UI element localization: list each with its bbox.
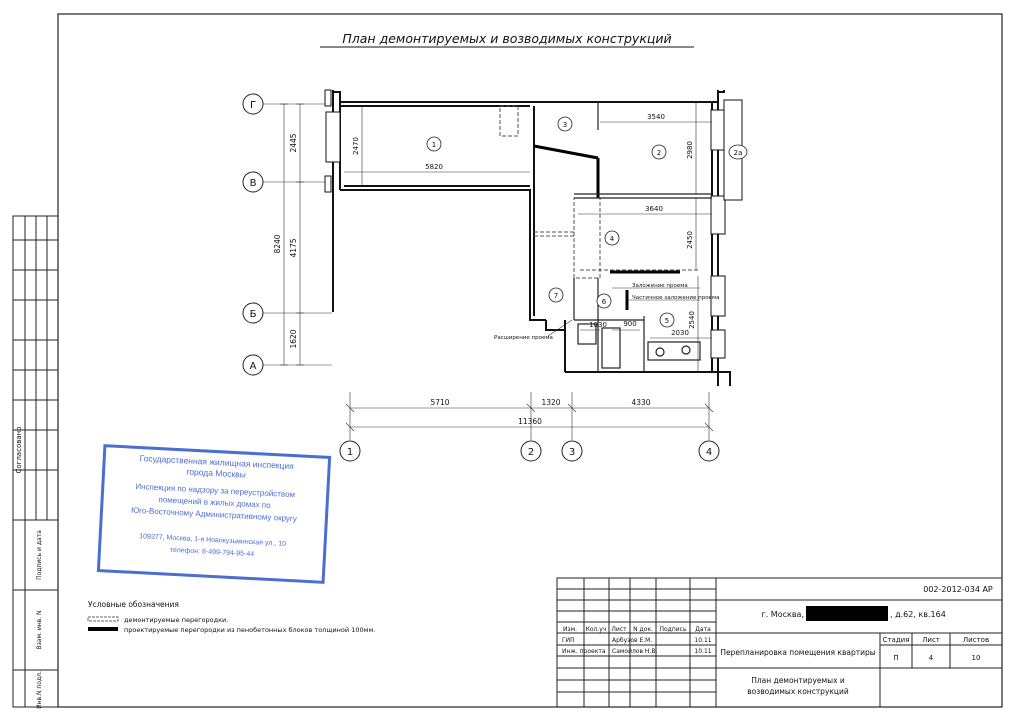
legend-item-2: проектируемые перегородки из пенобетонны… <box>124 626 375 634</box>
tb-role-2: Инж. проекта <box>562 648 606 655</box>
room-3: 3 <box>563 121 567 129</box>
dim-left-3: 1620 <box>289 329 298 348</box>
demolished-partitions <box>499 105 700 279</box>
axis-label-1: 1 <box>347 447 353 458</box>
dim-room4-width: 3640 <box>645 205 663 213</box>
interior-walls <box>573 102 712 372</box>
room-markers <box>426 116 748 328</box>
axis-label-v: В <box>250 178 257 189</box>
note-chastichnoe: Частичное заложение проема <box>632 295 719 301</box>
room-4: 4 <box>610 235 615 243</box>
tb-sheet: 4 <box>929 654 934 662</box>
room-1: 1 <box>432 141 436 149</box>
dim-room1-height: 2470 <box>352 137 360 155</box>
tb-name-2: Самойлов Н.В. <box>612 648 657 655</box>
dim-left-total: 8240 <box>273 234 282 253</box>
dim-room4-height: 2450 <box>686 231 694 249</box>
axis-lines <box>262 103 714 440</box>
dim-left-1: 2445 <box>289 133 298 152</box>
axis-label-4: 4 <box>706 447 712 458</box>
note-zalozhenie: Заложение проема <box>632 283 688 289</box>
tb-date-1: 10.11 <box>694 637 711 644</box>
side-podpis: Подпись и дата <box>36 530 43 580</box>
legend-title: Условные обозначения <box>88 600 179 609</box>
note-rasshirenie: Расширение проема <box>494 335 553 341</box>
drawing-title: План демонтируемых и возводимых конструк… <box>342 31 671 46</box>
redacted-address <box>806 606 888 621</box>
side-vzam: Взам. инв. N <box>36 611 43 650</box>
dim-room2-width: 3540 <box>647 113 665 121</box>
tb-sheets: 10 <box>972 654 981 662</box>
dim-bottom-1: 5710 <box>430 398 449 407</box>
dim-bottom-3: 4330 <box>631 398 650 407</box>
dim-bath1: 1030 <box>589 321 607 329</box>
tb-date-2: 10.11 <box>694 648 711 655</box>
axis-label-a: А <box>250 361 257 372</box>
axis-bubbles <box>242 93 720 462</box>
legend-dashed-swatch <box>87 616 119 622</box>
tb-code: 002-2012-034 АР <box>923 585 993 594</box>
dim-room2-height: 2980 <box>686 141 694 159</box>
room-2: 2 <box>657 149 661 157</box>
inspection-stamp: Государственная жилищная инспекция город… <box>96 444 332 584</box>
tb-h-ndok: N док. <box>633 626 653 633</box>
tb-address-prefix: г. Москва, <box>762 610 804 619</box>
axis-label-g: Г <box>250 100 256 111</box>
sheet-border <box>57 13 1003 708</box>
room-5: 5 <box>665 317 669 325</box>
dim-room5-height: 2540 <box>688 311 696 329</box>
new-partitions <box>533 144 680 310</box>
tb-project: Перепланировка помещения квартиры <box>720 648 875 657</box>
tb-address-suffix: , д.62, кв.164 <box>890 610 946 619</box>
axis-label-2: 2 <box>528 447 534 458</box>
dim-room5-width: 2030 <box>671 329 689 337</box>
tb-name-1: Арбузов Е.М. <box>612 637 652 644</box>
tb-sheet-title-2: возводимых конструкций <box>747 687 849 696</box>
tb-h-list: Лист <box>611 626 627 633</box>
tb-h-data: Дата <box>695 626 711 633</box>
tb-h-podpis: Подпись <box>660 626 687 633</box>
tb-h-izm: Изм. <box>563 626 577 633</box>
title-block-grid <box>556 577 1003 708</box>
dim-bottom-total: 11360 <box>518 417 542 426</box>
side-inv: Инв.N подл. <box>36 671 43 709</box>
tb-role-1: ГИП <box>562 637 575 644</box>
dim-room1-width: 5820 <box>425 163 443 171</box>
room-dimension-lines <box>344 102 712 372</box>
side-soglasovano: Согласовано <box>15 426 23 473</box>
tb-stage: П <box>893 654 898 662</box>
room-2a: 2а <box>734 149 743 157</box>
legend-item-1: демонтируемые перегородки. <box>124 616 228 624</box>
tb-sheet-title-1: План демонтируемых и <box>751 676 845 685</box>
axis-label-3: 3 <box>569 447 575 458</box>
room-6: 6 <box>602 298 607 306</box>
dim-left-2: 4175 <box>289 238 298 257</box>
axis-label-b: Б <box>250 309 257 320</box>
room-7: 7 <box>554 292 558 300</box>
tb-sheet-label: Лист <box>922 636 940 644</box>
dim-bath2: 900 <box>623 320 636 328</box>
tb-sheets-label: Листов <box>963 636 989 644</box>
dim-bottom-2: 1320 <box>541 398 560 407</box>
legend-solid-swatch <box>88 627 118 631</box>
tb-h-kol: Кол.уч <box>586 626 607 633</box>
tb-stage-label: Стадия <box>883 636 910 644</box>
